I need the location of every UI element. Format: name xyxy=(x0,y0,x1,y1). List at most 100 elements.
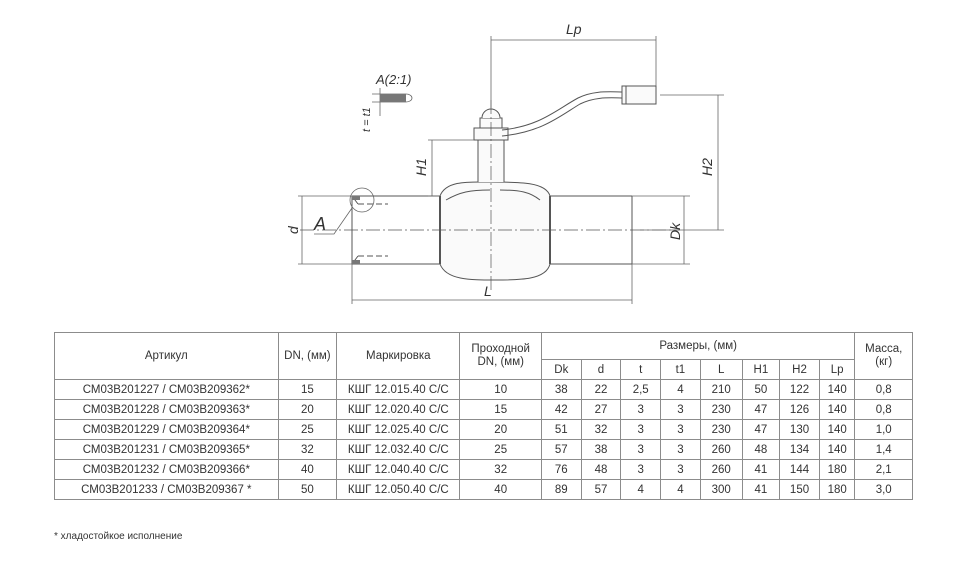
header-dimensions: Размеры, (мм) xyxy=(540,332,856,360)
header-marking: Маркировка xyxy=(336,332,461,380)
cell-mass: 2,1 xyxy=(854,459,913,480)
cell-h1: 50 xyxy=(741,379,781,400)
cell-l: 210 xyxy=(699,379,743,400)
cell-dn: 15 xyxy=(277,379,338,400)
header-mass-line2: (кг) xyxy=(875,356,893,368)
cell-t: 3 xyxy=(620,459,662,480)
table-row: СМ03В201231 / СМ03В209365* 32 КШГ 12.032… xyxy=(54,439,913,460)
cell-d: 22 xyxy=(580,379,622,400)
subheader-d: d xyxy=(580,359,622,380)
cell-d: 38 xyxy=(580,439,622,460)
table-row: СМ03В201229 / СМ03В209364* 25 КШГ 12.025… xyxy=(54,419,913,440)
cell-dn: 40 xyxy=(277,459,338,480)
cell-l: 230 xyxy=(699,419,743,440)
cell-mass: 0,8 xyxy=(854,399,913,420)
cell-h2: 134 xyxy=(779,439,820,460)
label-t-t1: t = t1 xyxy=(361,107,373,132)
cell-lp: 140 xyxy=(818,439,856,460)
cell-dk: 42 xyxy=(540,399,582,420)
header-passage-line1: Проходной xyxy=(471,343,530,355)
cell-t: 3 xyxy=(620,399,662,420)
header-article: Артикул xyxy=(54,332,279,380)
valve-handle xyxy=(501,91,625,137)
subheader-t1: t1 xyxy=(660,359,701,380)
subheader-dk: Dk xyxy=(540,359,582,380)
header-mass: Масса, (кг) xyxy=(854,332,913,380)
subheader-lp: Lp xyxy=(818,359,856,380)
cell-dk: 76 xyxy=(540,459,582,480)
cell-l: 260 xyxy=(699,439,743,460)
subheader-t: t xyxy=(620,359,662,380)
cell-lp: 140 xyxy=(818,379,856,400)
ball-body xyxy=(439,181,551,281)
cell-h2: 150 xyxy=(779,479,820,500)
cell-lp: 140 xyxy=(818,419,856,440)
cell-t1: 3 xyxy=(660,399,701,420)
cell-lp: 180 xyxy=(818,479,856,500)
cell-dk: 38 xyxy=(540,379,582,400)
cell-h1: 41 xyxy=(741,479,781,500)
cell-passage: 40 xyxy=(459,479,542,500)
cell-article: СМ03В201233 / СМ03В209367 * xyxy=(54,479,279,500)
cell-marking: КШГ 12.032.40 С/С xyxy=(336,439,461,460)
label-detail-a: A(2:1) xyxy=(375,72,411,87)
cell-dn: 50 xyxy=(277,479,338,500)
label-h2: H2 xyxy=(699,158,715,176)
cell-t: 4 xyxy=(620,479,662,500)
label-callout-a: A xyxy=(313,214,326,234)
cell-t: 3 xyxy=(620,419,662,440)
cell-d: 48 xyxy=(580,459,622,480)
cell-t1: 4 xyxy=(660,479,701,500)
cell-h2: 130 xyxy=(779,419,820,440)
cell-h1: 47 xyxy=(741,399,781,420)
cell-d: 27 xyxy=(580,399,622,420)
table-row: СМ03В201233 / СМ03В209367 * 50 КШГ 12.05… xyxy=(54,479,913,500)
subheader-h2: H2 xyxy=(779,359,820,380)
cell-t1: 3 xyxy=(660,439,701,460)
cell-dk: 51 xyxy=(540,419,582,440)
header-dn: DN, (мм) xyxy=(277,332,338,380)
cell-article: СМ03В201229 / СМ03В209364* xyxy=(54,419,279,440)
cell-t1: 3 xyxy=(660,419,701,440)
cell-lp: 180 xyxy=(818,459,856,480)
cell-passage: 10 xyxy=(459,379,542,400)
cell-t: 3 xyxy=(620,439,662,460)
cell-d: 32 xyxy=(580,419,622,440)
cell-mass: 1,0 xyxy=(854,419,913,440)
cell-h1: 48 xyxy=(741,439,781,460)
cell-h2: 144 xyxy=(779,459,820,480)
label-lp: Lp xyxy=(566,21,582,37)
cell-mass: 1,4 xyxy=(854,439,913,460)
cell-passage: 20 xyxy=(459,419,542,440)
spec-table: Артикул DN, (мм) Маркировка Проходной DN… xyxy=(54,332,913,500)
cell-t: 2,5 xyxy=(620,379,662,400)
cell-marking: КШГ 12.025.40 С/С xyxy=(336,419,461,440)
cell-dk: 89 xyxy=(540,479,582,500)
header-passage: Проходной DN, (мм) xyxy=(459,332,542,380)
table-row: СМ03В201232 / СМ03В209366* 40 КШГ 12.040… xyxy=(54,459,913,480)
cell-t1: 4 xyxy=(660,379,701,400)
cell-article: СМ03В201227 / СМ03В209362* xyxy=(54,379,279,400)
footnote: * хладостойкое исполнение xyxy=(54,531,183,542)
cell-passage: 15 xyxy=(459,399,542,420)
subheader-h1: H1 xyxy=(741,359,781,380)
cell-l: 230 xyxy=(699,399,743,420)
cell-h2: 122 xyxy=(779,379,820,400)
cell-dn: 32 xyxy=(277,439,338,460)
cell-marking: КШГ 12.050.40 С/С xyxy=(336,479,461,500)
header-passage-line2: DN, (мм) xyxy=(477,356,524,368)
cell-d: 57 xyxy=(580,479,622,500)
cell-h1: 47 xyxy=(741,419,781,440)
cell-article: СМ03В201232 / СМ03В209366* xyxy=(54,459,279,480)
cell-marking: КШГ 12.040.40 С/С xyxy=(336,459,461,480)
label-dk: Dk xyxy=(667,222,683,240)
valve-drawing: A(2:1) t = t1 A d L H1 H2 Dk Lp xyxy=(285,21,724,304)
cell-mass: 3,0 xyxy=(854,479,913,500)
cell-lp: 140 xyxy=(818,399,856,420)
cell-article: СМ03В201231 / СМ03В209365* xyxy=(54,439,279,460)
cell-passage: 32 xyxy=(459,459,542,480)
cell-h2: 126 xyxy=(779,399,820,420)
cell-article: СМ03В201228 / СМ03В209363* xyxy=(54,399,279,420)
cell-mass: 0,8 xyxy=(854,379,913,400)
label-l: L xyxy=(484,283,492,299)
